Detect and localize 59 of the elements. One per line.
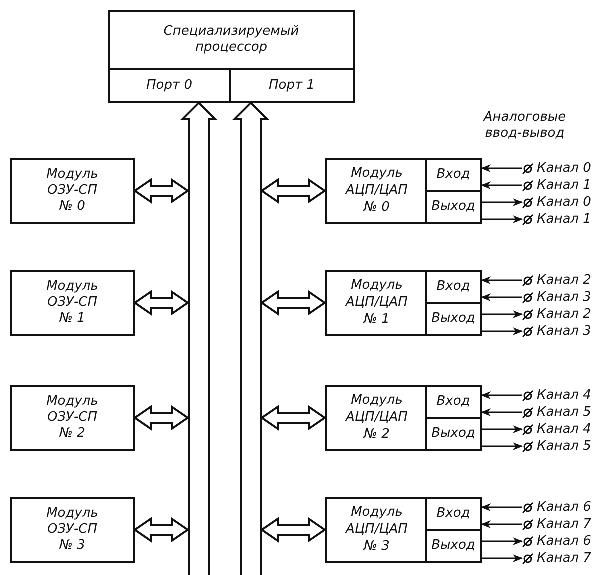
channel-label: Канал 0 [537,160,592,176]
bus-arrow [232,102,270,129]
channel-label: Канал 7 [537,516,592,532]
double-arrow [133,178,190,204]
module-title: Специализируемый процессор [162,24,300,56]
channel-label: Канал 2 [537,306,592,322]
channel-label: Канал 6 [537,534,592,550]
group-heading: Аналоговые ввод-вывод [482,110,568,142]
double-arrow [133,405,190,431]
bus-arrow [180,102,218,129]
channel-label: Канал 2 [537,272,592,288]
bus-bar [188,128,210,575]
arrow [482,216,523,224]
channel-label: Канал 4 [537,422,592,438]
module-title: Модуль АЦП/ЦАП № 2 [344,392,409,443]
arrow [481,504,522,512]
converter-module-box [325,385,482,451]
processor-box [108,10,355,103]
arrow [481,276,522,284]
arrow [482,426,523,434]
arrow [481,392,522,400]
arrow [481,408,522,416]
arrow [482,310,523,318]
double-arrow [260,517,327,543]
converter-module-box [325,158,482,224]
arrow [482,554,523,562]
arrow [482,198,523,206]
module-title: Модуль АЦП/ЦАП № 3 [344,504,409,555]
channel-label: Канал 4 [537,388,592,404]
memory-module-box: Модуль ОЗУ-СП № 1 [10,270,135,336]
module-title: Модуль АЦП/ЦАП № 1 [344,277,409,328]
double-arrow [260,405,327,431]
arrow [481,294,522,302]
memory-module-box: Модуль ОЗУ-СП № 2 [10,385,135,451]
double-arrow [133,290,190,316]
module-title: Модуль АЦП/ЦАП № 0 [344,165,409,216]
double-arrow [260,290,327,316]
converter-module-box [325,270,482,336]
channel-label: Канал 0 [537,194,592,210]
arrow [481,182,522,190]
channel-label: Канал 1 [537,212,592,228]
channel-label: Канал 5 [537,404,592,420]
converter-module-box [325,497,482,563]
double-arrow [260,178,327,204]
channel-label: Канал 6 [537,500,592,516]
arrow [482,328,523,336]
arrow [482,442,523,450]
channel-label: Канал 3 [537,290,592,306]
channel-label: Канал 5 [537,438,592,454]
arrow [482,538,523,546]
double-arrow [133,517,190,543]
arrow [481,520,522,528]
arrow [481,164,522,172]
channel-label: Канал 7 [537,550,592,566]
channel-label: Канал 1 [537,178,592,194]
channel-label: Канал 3 [537,324,592,340]
bus-bar [240,128,262,575]
memory-module-box: Модуль ОЗУ-СП № 3 [10,497,135,563]
memory-module-box: Модуль ОЗУ-СП № 0 [10,158,135,224]
